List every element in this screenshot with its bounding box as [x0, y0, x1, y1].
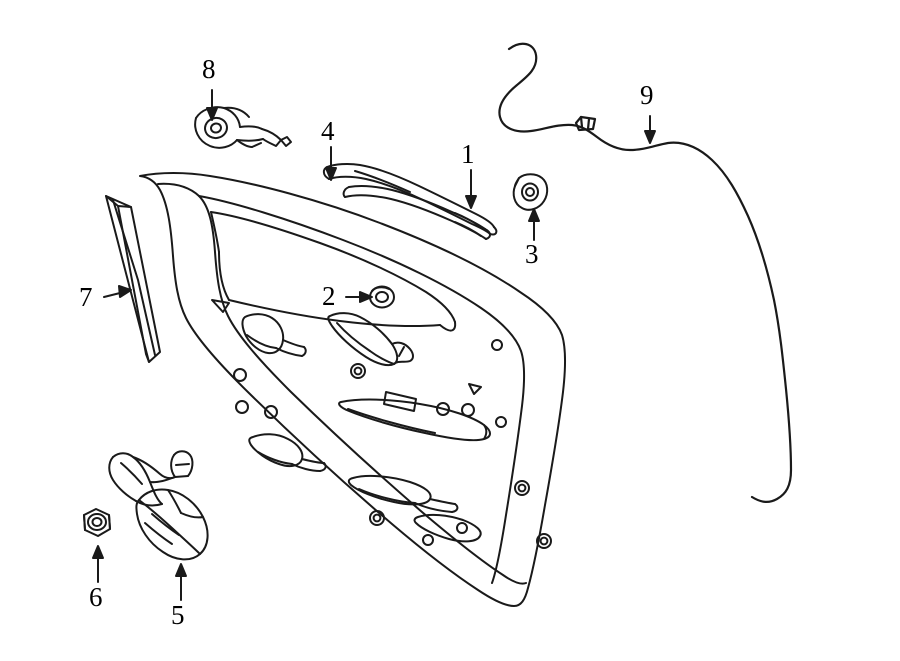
- callout-label-3: 3: [525, 239, 539, 269]
- rear-wiper-blade-part: [342, 185, 491, 240]
- callout-label-2: 2: [322, 281, 336, 311]
- liftgate-panel-part: [139, 172, 567, 607]
- wiper-arm-nut-cover-part: [512, 173, 549, 211]
- callout-label-6: 6: [89, 582, 103, 612]
- wiper-motor-nut-part: [83, 508, 111, 537]
- grommet-part: [369, 285, 395, 309]
- callout-label-4: 4: [321, 116, 335, 146]
- washer-nozzle-part: [194, 106, 292, 149]
- callout-label-1: 1: [461, 139, 475, 169]
- rear-wiper-motor-part: [108, 450, 209, 561]
- washer-hose-part: [498, 42, 793, 503]
- callout-leaders: [92, 89, 656, 601]
- callout-label-8: 8: [202, 54, 216, 84]
- liftgate-weatherstrip-part: [105, 195, 161, 363]
- callout-label-9: 9: [640, 80, 654, 110]
- callout-label-5: 5: [171, 600, 185, 630]
- callout-label-7: 7: [79, 282, 93, 312]
